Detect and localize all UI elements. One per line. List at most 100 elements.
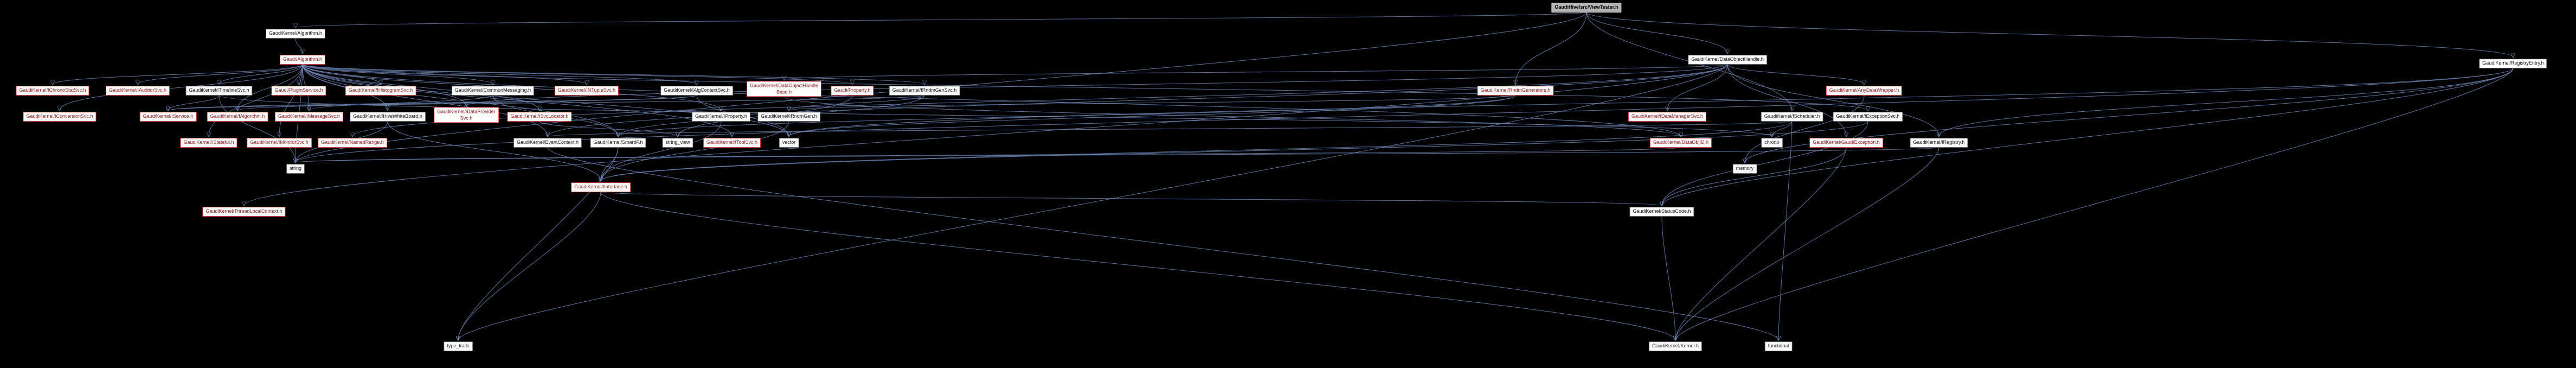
graph-node-intuple[interactable]: GaudiKernel/INTupleSvc.h [554, 86, 619, 96]
include-edge [1939, 68, 2514, 137]
include-edge [1667, 64, 1728, 111]
graph-node-memory[interactable]: memory [1732, 164, 1757, 174]
graph-node-ischeduler[interactable]: GaudiKernel/IScheduler.h [1761, 112, 1823, 122]
include-edge [302, 64, 539, 111]
graph-node-irndmgensvc[interactable]: GaudiKernel/IRndmGenSvc.h [889, 86, 960, 96]
include-edge [309, 95, 493, 111]
include-edge [302, 64, 493, 85]
include-edge [1586, 12, 1727, 54]
graph-node-stringview[interactable]: string_view [662, 138, 693, 148]
include-edge [547, 147, 1778, 340]
include-edge [1675, 147, 1939, 340]
include-edge [1727, 64, 1864, 85]
graph-node-dohbase[interactable]: GaudiKernel/DataObjectHandle Base.h [746, 81, 822, 97]
include-edge [1745, 68, 2514, 163]
graph-node-namedrange[interactable]: GaudiKernel/NamedRange.h [318, 138, 387, 148]
include-edge [1745, 95, 1865, 163]
include-edge [302, 64, 732, 137]
include-edge [1515, 12, 1587, 85]
graph-node-alg_g[interactable]: Gaudi/Algorithm.h [279, 55, 326, 65]
include-edge [548, 64, 1728, 137]
include-edge [244, 64, 1728, 206]
graph-node-iinterface[interactable]: GaudiKernel/IInterface.h [571, 182, 631, 192]
include-edge [1778, 121, 1793, 340]
include-edge [600, 192, 1662, 206]
include-edge [168, 95, 925, 111]
graph-node-ihivewb[interactable]: GaudiKernel/IHiveWhiteBoard.h [350, 112, 426, 122]
graph-node-pluginsvc[interactable]: Gaudi/PluginService.h [271, 86, 326, 96]
include-edge [600, 192, 1675, 340]
graph-node-iregistry[interactable]: GaudiKernel/IRegistry.h [1910, 138, 1968, 148]
include-edge [789, 95, 1516, 137]
include-edge [53, 64, 303, 85]
include-edge [789, 95, 925, 111]
include-edge [302, 64, 1868, 111]
graph-node-ialgctx[interactable]: GaudiKernel/IAlgContextSvc.h [660, 86, 733, 96]
include-edge [302, 64, 924, 85]
graph-node-iauditor[interactable]: GaudiKernel/IAuditorSvc.h [105, 86, 170, 96]
graph-node-regentry[interactable]: GaudiKernel/RegistryEntry.h [2479, 59, 2547, 68]
graph-node-iconv[interactable]: GaudiKernel/IConversionSvc.h [23, 112, 97, 122]
include-edge [1662, 121, 1868, 206]
include-edge [302, 64, 789, 137]
include-edge [302, 64, 466, 106]
graph-node-idataprov[interactable]: GaudiKernel/IDataProvider Svc.h [434, 107, 499, 123]
graph-node-isvcloc[interactable]: GaudiKernel/ISvcLocator.h [507, 112, 572, 122]
graph-node-typetraits[interactable]: type_traits [444, 341, 473, 351]
graph-node-imonitor[interactable]: GaudiKernel/IMonitorSvc.h [247, 138, 312, 148]
graph-node-ichrono[interactable]: GaudiKernel/IChronoStatSvc.h [16, 86, 89, 96]
include-edge [387, 121, 601, 181]
graph-node-viewtester: GaudiHive/src/ViewTester.h [1551, 3, 1622, 12]
include-edge [601, 121, 789, 181]
graph-node-dataobjid[interactable]: GaudiKernel/DataObjID.h [1649, 138, 1712, 148]
include-edge [458, 192, 601, 340]
graph-node-anywrap[interactable]: GaudiKernel/AnyDataWrapper.h [1826, 86, 1903, 96]
include-edge [295, 68, 2514, 163]
graph-node-kernel[interactable]: GaudiKernel/Kernel.h [1648, 341, 1703, 351]
graph-node-rndmgen[interactable]: GaudiKernel/RndmGenerators.h [1477, 86, 1554, 96]
include-edge [1586, 12, 2513, 58]
graph-node-itimeline[interactable]: GaudiKernel/ITimelineSvc.h [185, 86, 253, 96]
graph-node-idatamgr[interactable]: GaudiKernel/IDataManagerSvc.h [1628, 112, 1707, 122]
include-edge [302, 64, 1681, 137]
graph-node-alg_k[interactable]: GaudiKernel/Algorithm.h [265, 29, 326, 39]
graph-node-string[interactable]: string [286, 164, 305, 174]
include-edge [295, 38, 303, 54]
include-edge [1661, 216, 1675, 340]
include-edge [1727, 64, 1846, 137]
include-edge [237, 64, 303, 111]
graph-node-itoolsvc[interactable]: GaudiKernel/IToolSvc.h [703, 138, 761, 148]
graph-node-dohandle[interactable]: GaudiKernel/DataObjectHandle.h [1688, 55, 1767, 65]
graph-node-ihisto[interactable]: GaudiKernel/IHistogramSvc.h [345, 86, 416, 96]
graph-node-smartif[interactable]: GaudiKernel/SmartIF.h [590, 138, 646, 148]
graph-node-iservice[interactable]: GaudiKernel/IService.h [139, 112, 197, 122]
include-edge [295, 147, 1939, 163]
graph-node-imsgsvc[interactable]: GaudiKernel/IMessageSvc.h [274, 112, 344, 122]
graph-node-statuscode[interactable]: GaudiKernel/StatusCode.h [1629, 207, 1694, 217]
graph-node-iproperty[interactable]: GaudiKernel/IProperty.h [692, 112, 750, 122]
include-edge [618, 95, 1516, 137]
graph-node-eventctx[interactable]: GaudiKernel/EventContext.h [513, 138, 582, 148]
include-edge [789, 68, 2514, 137]
graph-node-property[interactable]: Gaudi/Property.h [831, 86, 874, 96]
graph-node-functional[interactable]: functional [1764, 341, 1793, 351]
include-edge [295, 147, 1681, 163]
include-edge [1772, 121, 1793, 137]
include-edge [295, 12, 1587, 28]
graph-node-gaudiexc[interactable]: GaudiKernel/GaudiException.h [1809, 138, 1883, 148]
include-edge [548, 121, 1793, 137]
include-edge [1662, 68, 2514, 206]
include-edge [302, 64, 548, 137]
graph-node-ialgorithm[interactable]: GaudiKernel/IAlgorithm.h [207, 112, 268, 122]
include-edge [168, 95, 697, 111]
graph-node-irndmgen[interactable]: GaudiKernel/IRndmGen.h [757, 112, 820, 122]
graph-node-tlcontext[interactable]: GaudiKernel/ThreadLocalContext.h [202, 207, 286, 217]
graph-node-iexception[interactable]: GaudiKernel/IExceptionSvc.h [1833, 112, 1903, 122]
graph-node-commonmsg[interactable]: GaudiKernel/CommonMessaging.h [451, 86, 535, 96]
include-edge [279, 64, 303, 137]
graph-node-chrono[interactable]: chrono [1761, 138, 1783, 148]
include-edge [302, 64, 697, 85]
graph-node-istateful[interactable]: GaudiKernel/IStateful.h [180, 138, 237, 148]
include-edge [1675, 147, 1847, 340]
graph-node-vector[interactable]: vector [779, 138, 799, 148]
